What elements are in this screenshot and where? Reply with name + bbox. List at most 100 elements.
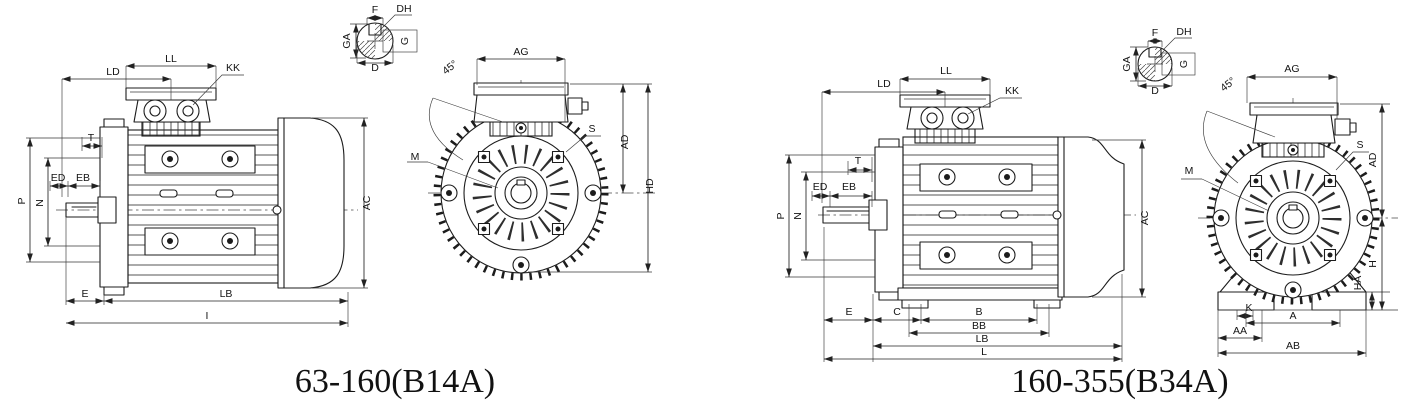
dim-label-ac: AC (361, 195, 373, 210)
dim-label-g: G (1178, 60, 1190, 68)
dim-label-aa: AA (1233, 325, 1247, 337)
cable-gland (143, 99, 167, 123)
fin-ring (1244, 169, 1342, 267)
axis-bolt-holes (1212, 209, 1374, 299)
dim-label-45deg: 45° (440, 58, 460, 77)
dim-label-bb: BB (972, 320, 986, 332)
terminal-box (125, 87, 217, 137)
dim-label-kk: KK (1005, 85, 1019, 97)
cooling-rib-ring (1206, 131, 1380, 305)
dim-label-a: A (1289, 310, 1296, 322)
left-front-view: AG 45° S M AD HD (407, 46, 656, 281)
dim-label-k: K (1245, 302, 1252, 314)
dim-label-hd: HD (644, 178, 656, 194)
dim-label-n: N (792, 212, 804, 220)
dim-label-f: F (1152, 27, 1158, 39)
dim-label-ad: AD (1367, 152, 1379, 167)
dim-label-m: M (1185, 165, 1194, 177)
terminal-box-front (1249, 102, 1357, 158)
dim-label-dh: DH (1176, 26, 1191, 38)
dim-label-e: E (81, 288, 88, 300)
flange-bolt-holes-45 (477, 150, 565, 236)
dim-label-f: F (372, 4, 378, 16)
dim-label-ab: AB (1286, 340, 1300, 352)
terminal-box-front (473, 82, 589, 137)
dim-label-p: P (775, 212, 787, 219)
left-caption: 63-160(B14A) (295, 363, 495, 400)
dim-label-i: I (206, 310, 209, 322)
key-section-box (1161, 52, 1196, 76)
right-side-dimensions: LL LD KK T ED EB P N AC E C B BB LB L (775, 65, 1151, 362)
left-drawing: LL LD KK T ED EB P N E LB I AC (16, 3, 656, 400)
dim-label-s: S (1356, 139, 1363, 151)
dim-label-ga: GA (341, 33, 353, 48)
dim-label-ed: ED (813, 181, 828, 193)
cooling-rib-ring (433, 105, 609, 281)
dim-label-t: T (855, 155, 862, 167)
mounting-feet (897, 287, 1063, 309)
cable-gland-side (1334, 118, 1351, 136)
right-front-dimensions: AG 45° S M AD H HA K A AA AB (1181, 63, 1398, 357)
dim-label-p: P (16, 197, 28, 204)
dim-label-ll: LL (940, 65, 952, 77)
rib-slot (938, 210, 957, 219)
right-drawing: LL LD KK T ED EB P N AC E C B BB LB L (775, 26, 1398, 400)
bolt-boss-bottom (919, 241, 1033, 270)
dim-label-45deg: 45° (1218, 75, 1238, 94)
keyway (516, 179, 526, 186)
dim-label-b: B (975, 306, 982, 318)
dim-label-eb: EB (76, 172, 90, 184)
dim-label-l: L (981, 346, 987, 358)
dim-label-d: D (1151, 85, 1159, 97)
dim-label-h: H (1367, 260, 1379, 268)
flange-tab-bottom (103, 286, 125, 296)
cable-gland (176, 99, 200, 123)
dim-label-dh: DH (396, 3, 411, 15)
dim-label-ad: AD (619, 134, 631, 149)
bolt-boss-top (144, 145, 256, 174)
cable-gland (920, 106, 944, 130)
left-front-dimensions: AG 45° S M AD HD (407, 46, 656, 273)
keyway (1288, 204, 1298, 211)
fin-ring (472, 144, 570, 242)
shaft (822, 206, 876, 224)
dim-label-d: D (371, 62, 379, 74)
dim-label-lb: LB (976, 333, 989, 345)
drain-screw (1052, 210, 1062, 220)
shaft-hub (97, 196, 117, 224)
dim-label-g: G (399, 37, 411, 45)
dim-label-ld: LD (877, 78, 891, 90)
dim-label-ag: AG (513, 46, 528, 58)
dim-label-ha: HA (1352, 276, 1364, 291)
flange-tab-bottom (878, 291, 900, 301)
key-section-box (382, 29, 418, 53)
fan-cowl (277, 117, 345, 289)
bolt-boss-bottom (144, 227, 256, 256)
bolt-boss-top (919, 163, 1033, 192)
left-side-dimensions: LL LD KK T ED EB P N E LB I AC (16, 53, 373, 327)
left-shaft-key-detail: F DH GA G D (341, 3, 418, 74)
cable-gland (951, 106, 975, 130)
rib-slot (215, 189, 234, 198)
right-shaft-key-detail: F DH GA G D (1121, 26, 1196, 97)
dim-label-e: E (845, 306, 852, 318)
dim-label-lb: LB (220, 288, 233, 300)
hub (494, 166, 548, 220)
dim-label-m: M (411, 151, 420, 163)
dim-label-kk: KK (226, 62, 240, 74)
dim-label-ld: LD (106, 66, 120, 78)
flange-tab-top (103, 118, 125, 128)
rib-slot (159, 189, 178, 198)
flange-bolt-holes-45 (1249, 174, 1337, 262)
flange-spigot (1235, 160, 1351, 276)
dim-label-s: S (588, 123, 595, 135)
flange-tab-top (878, 138, 900, 148)
dim-label-ag: AG (1284, 63, 1299, 75)
dim-label-ac: AC (1139, 210, 1151, 225)
left-side-view: LL LD KK T ED EB P N E LB I AC (16, 53, 373, 327)
fan-cowl (1057, 136, 1125, 298)
right-front-view: AG 45° S M AD H HA K A AA AB (1181, 63, 1398, 357)
drain-screw (272, 205, 282, 215)
